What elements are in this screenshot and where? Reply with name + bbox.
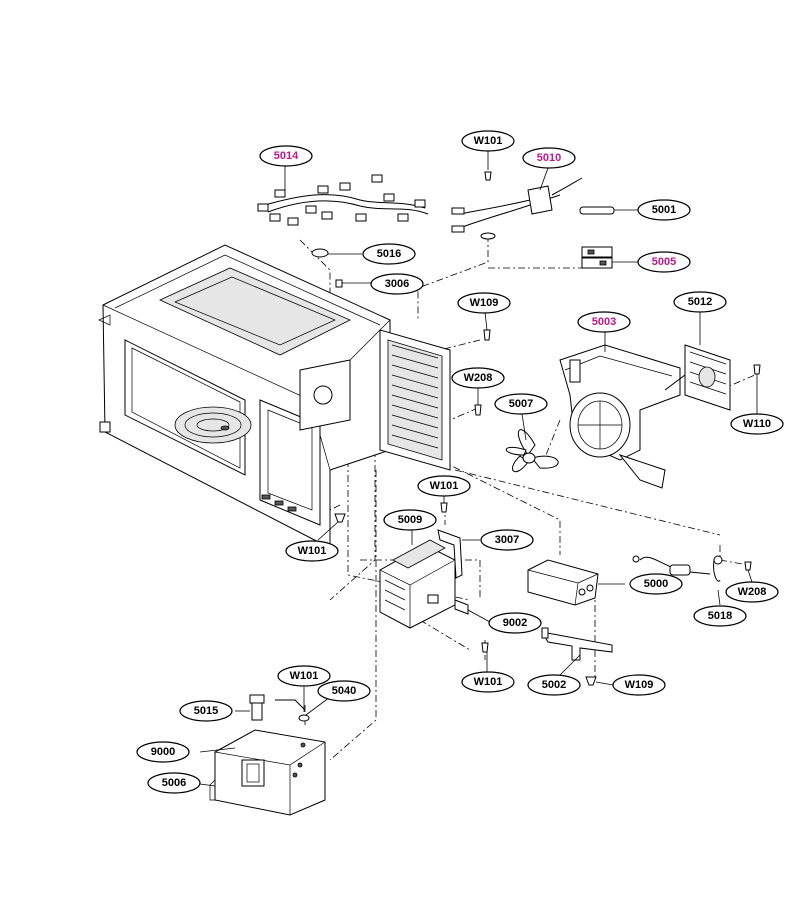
callout-w208-right-label: W208	[738, 586, 767, 598]
callout-w109-bottom: W109	[612, 674, 666, 696]
callout-5001-label: 5001	[652, 204, 676, 216]
callout-3006: 3006	[370, 273, 424, 295]
callout-9000-label: 9000	[151, 746, 175, 758]
transformer	[379, 539, 456, 629]
screws	[298, 329, 761, 722]
callout-5012: 5012	[673, 291, 727, 313]
fan-motor	[664, 344, 731, 411]
callout-5012-label: 5012	[688, 296, 712, 308]
callout-5016-label: 5016	[377, 248, 401, 260]
callout-5000-label: 5000	[644, 578, 668, 590]
callout-5014: 5014	[259, 145, 313, 167]
magnetron-assembly	[209, 694, 326, 816]
callout-5009-label: 5009	[398, 514, 422, 526]
callouts: 5014 W101 5010 5001 5016 5005 3006 W109 …	[136, 130, 784, 794]
callout-5003: 5003	[577, 311, 631, 333]
capacitor-bracket	[541, 627, 613, 661]
callout-w101-mid-label: W101	[430, 480, 459, 492]
callout-w101-left: W101	[285, 540, 339, 562]
callout-5015: 5015	[179, 700, 233, 722]
callout-5001: 5001	[637, 199, 691, 221]
callout-w110-label: W110	[743, 418, 771, 430]
fuse	[579, 206, 615, 215]
cord-bracket	[451, 171, 583, 240]
hv-diode	[632, 555, 723, 582]
callout-5009: 5009	[383, 509, 437, 531]
callout-w101-left-label: W101	[298, 545, 327, 557]
callout-9002: 9002	[488, 612, 542, 634]
callout-w101-bottom-label: W101	[474, 676, 503, 688]
spacer-block	[454, 599, 469, 615]
callout-w208-right: W208	[725, 581, 779, 603]
thermostat	[311, 248, 343, 288]
callout-5040-label: 5040	[332, 685, 356, 697]
callout-5016: 5016	[362, 243, 416, 265]
callout-5010: 5010	[522, 147, 576, 169]
callout-w101-mid: W101	[417, 475, 471, 497]
callout-w109-bottom-label: W109	[625, 679, 654, 691]
callout-5006-label: 5006	[162, 777, 186, 789]
callout-w101-lower-label: W101	[290, 670, 319, 682]
callout-5003-label: 5003	[592, 316, 616, 328]
callout-5014-label: 5014	[274, 150, 299, 162]
callout-w109-top-label: W109	[470, 297, 499, 309]
callout-5007-label: 5007	[509, 398, 533, 410]
callout-5010-label: 5010	[537, 152, 561, 164]
callout-w101-bottom: W101	[461, 671, 515, 693]
callout-5040: 5040	[317, 680, 371, 702]
callout-w208-mid-label: W208	[464, 372, 493, 384]
air-duct	[559, 344, 681, 489]
callout-5015-label: 5015	[194, 705, 218, 717]
callout-9002-label: 9002	[503, 617, 527, 629]
callout-3007-label: 3007	[495, 534, 519, 546]
callout-w101-top-label: W101	[474, 135, 503, 147]
callout-3007: 3007	[480, 529, 534, 551]
callout-w110: W110	[730, 413, 784, 435]
leader-lines	[199, 150, 758, 787]
callout-5005-label: 5005	[652, 256, 676, 268]
micro-switch	[581, 246, 613, 269]
callout-5007: 5007	[494, 393, 548, 415]
callout-5002: 5002	[527, 674, 581, 696]
fan-blade	[505, 429, 559, 473]
callout-5005: 5005	[637, 251, 691, 273]
oven-cavity	[98, 244, 451, 549]
callout-5002-label: 5002	[542, 679, 566, 691]
callout-9000: 9000	[136, 741, 190, 763]
bracket	[437, 529, 463, 579]
callout-w101-top: W101	[461, 130, 515, 152]
callout-3006-label: 3006	[385, 278, 409, 290]
callout-w109-top: W109	[457, 292, 511, 314]
callout-5006: 5006	[147, 772, 201, 794]
callout-5018-label: 5018	[708, 610, 732, 622]
capacitor	[527, 559, 599, 606]
wire-harness	[257, 174, 429, 226]
callout-w208-mid: W208	[451, 367, 505, 389]
callout-w101-lower: W101	[277, 665, 331, 687]
callout-5000: 5000	[629, 573, 683, 595]
callout-5018: 5018	[693, 605, 747, 627]
